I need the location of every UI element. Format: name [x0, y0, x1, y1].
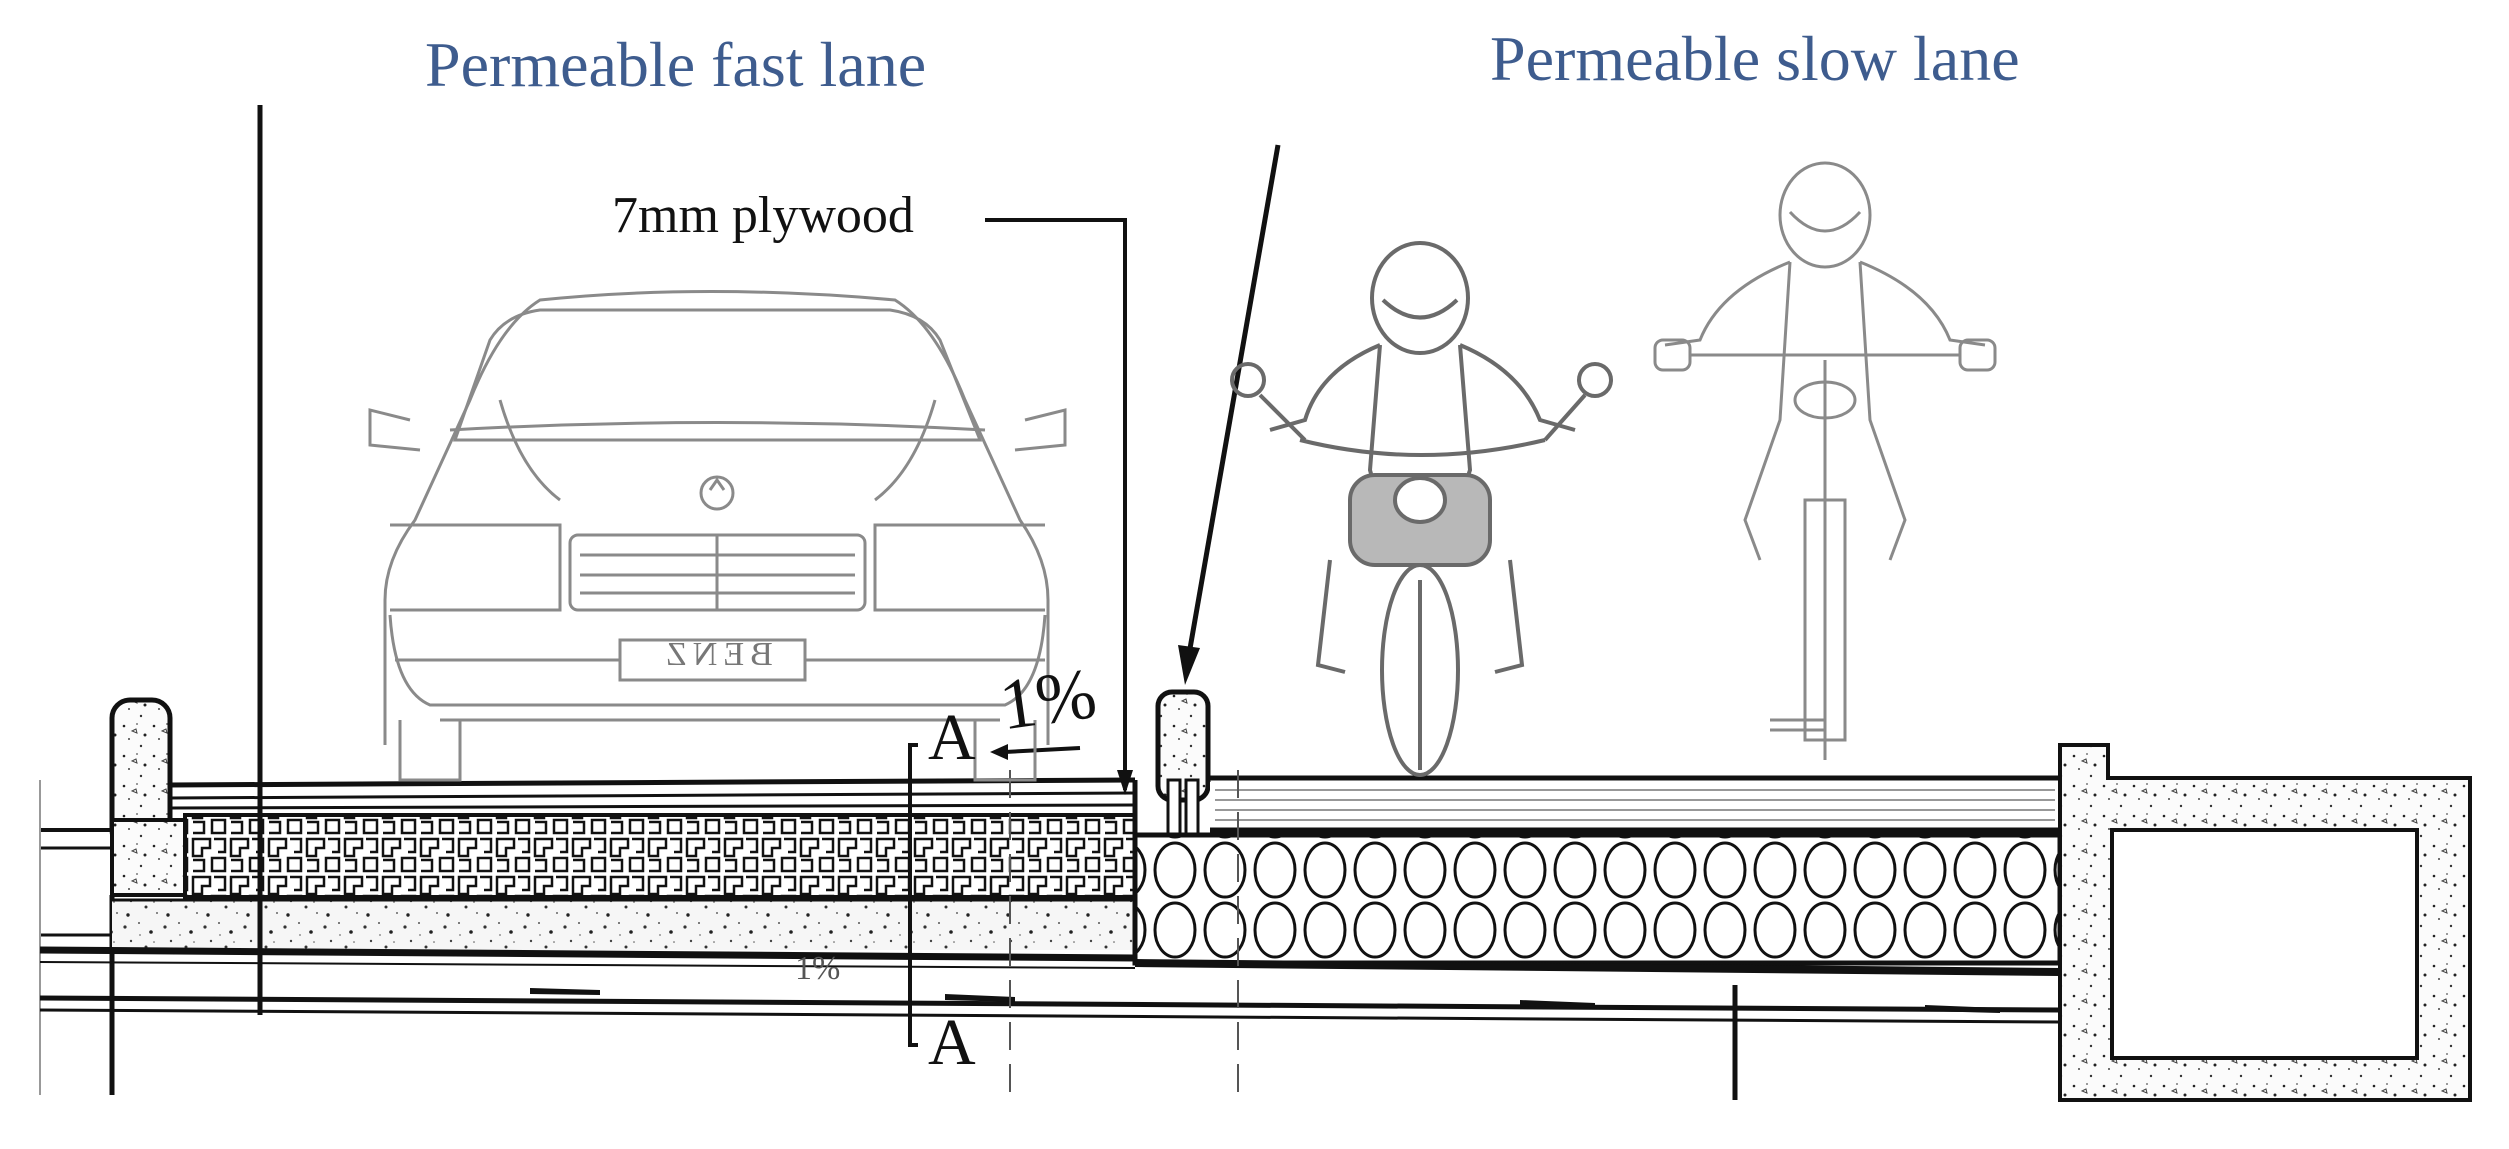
- car-sketch: [368, 290, 1067, 782]
- separator-pointer-arrow: [1185, 144, 1281, 661]
- slow-lane-title: Permeable slow lane: [1490, 23, 2020, 94]
- flow-arrows: [530, 988, 2000, 1013]
- section-label-top: A: [928, 701, 976, 774]
- drain-chamber-opening: [2110, 828, 2419, 1060]
- slope-label-top: 1%: [994, 652, 1102, 746]
- slope-arrow: [1004, 746, 1081, 754]
- plywood-leader-line: [985, 218, 1127, 790]
- fast-lane-surface-line-2: [169, 791, 1136, 800]
- lane-separator-post: [1155, 689, 1211, 803]
- permeable-aggregate-layer: [1132, 832, 2063, 966]
- fast-lane-title: Permeable fast lane: [425, 29, 927, 100]
- motorcycle-rider: [1230, 241, 1613, 777]
- section-marker-A-A: [908, 743, 918, 1047]
- bicycle-rider: [1653, 161, 1997, 760]
- section-label-bottom: A: [928, 1006, 976, 1079]
- license-plate-text: BENZ: [660, 636, 773, 673]
- slope-label-bottom: 1%: [795, 950, 841, 987]
- drain-pipe-top: [39, 995, 2061, 1013]
- slow-lane-surface-layer: [1210, 782, 2060, 830]
- fast-lane-base-line: [39, 946, 1136, 962]
- plywood-label: 7mm plywood: [612, 187, 914, 244]
- fast-lane-gravel-base: [112, 900, 1135, 950]
- license-plate: [618, 638, 807, 682]
- permeable-interlocking-pavers: [183, 813, 1137, 899]
- drain-pipe-bottom: [39, 1008, 2061, 1024]
